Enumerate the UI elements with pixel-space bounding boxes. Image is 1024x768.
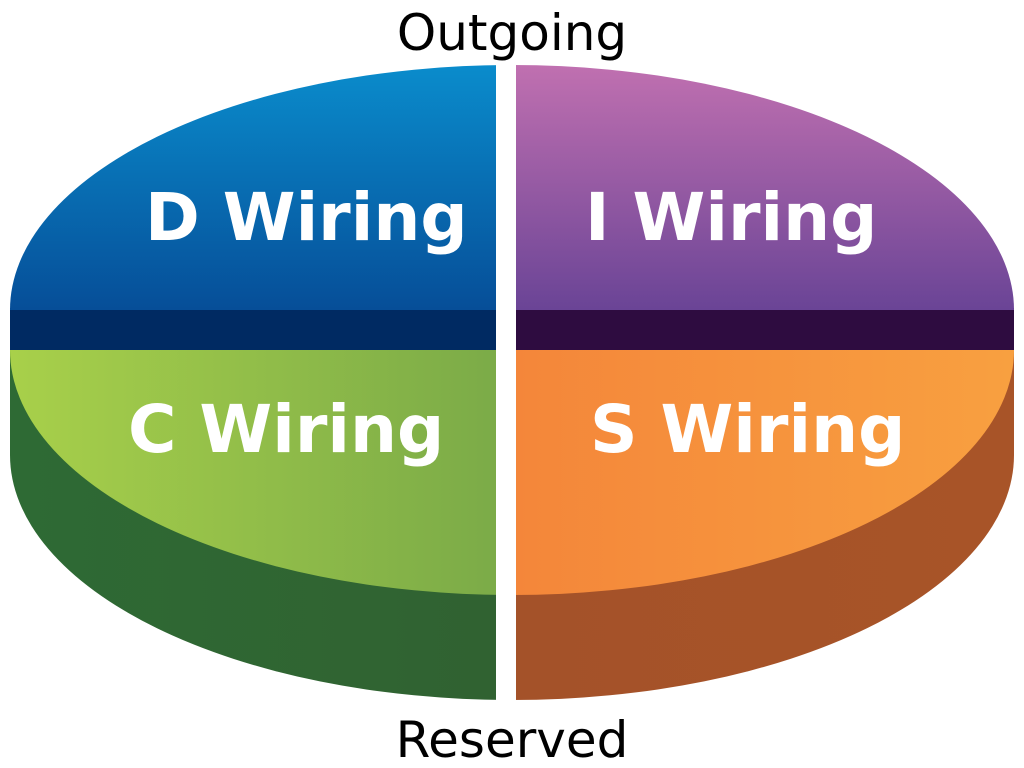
band-i — [506, 308, 1014, 350]
divider-gap — [496, 55, 516, 710]
band-d — [10, 308, 506, 350]
quadrant-s — [506, 350, 1014, 595]
label-s-wiring: S Wiring — [590, 391, 905, 468]
label-c-wiring: C Wiring — [128, 391, 444, 468]
quadrant-d — [10, 65, 506, 310]
label-i-wiring: I Wiring — [585, 179, 877, 256]
label-outgoing: Outgoing — [397, 4, 627, 62]
label-reserved: Reserved — [396, 711, 629, 768]
quadrant-i — [506, 65, 1014, 310]
label-d-wiring: D Wiring — [145, 179, 468, 256]
quadrant-c — [10, 350, 506, 595]
